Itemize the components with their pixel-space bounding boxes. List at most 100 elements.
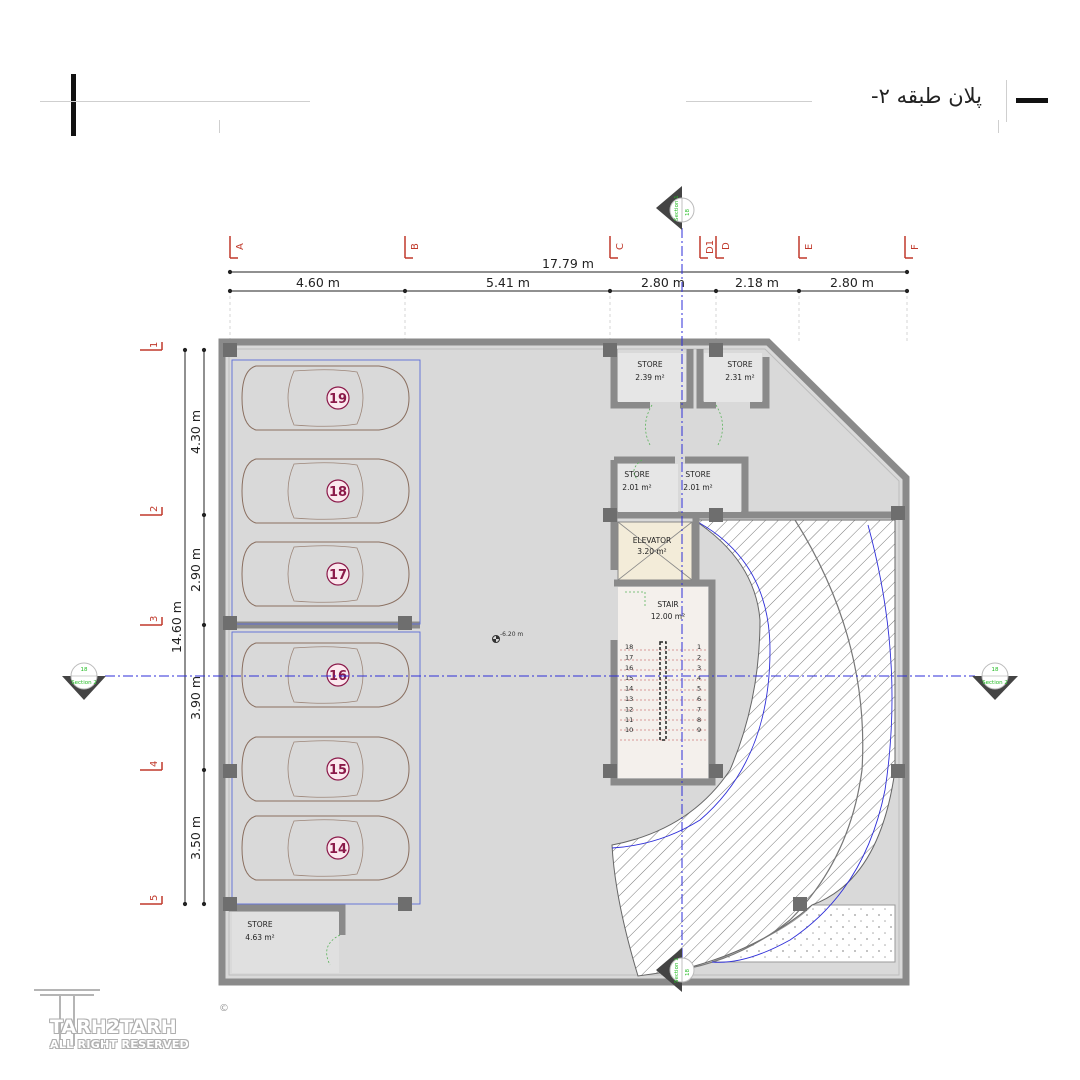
parking-number-15: 15	[329, 763, 347, 778]
dim-span-a-b: 4.60 m	[296, 275, 340, 290]
car-outline	[241, 642, 410, 708]
dim-total-width: 17.79 m	[542, 256, 594, 271]
store-room-3	[618, 464, 678, 512]
stair-step-number-right: 1	[697, 643, 701, 651]
stair-step-number-right: 2	[697, 653, 701, 661]
ramp-edge-line	[611, 519, 771, 849]
car-outline	[241, 365, 410, 431]
grid-label-a: A	[235, 243, 246, 250]
store-4-area: 2.01 m²	[683, 483, 712, 492]
stair-step-number-left: 18	[625, 643, 633, 651]
grid-label-e: E	[804, 244, 815, 250]
parking-badge-14	[326, 836, 350, 860]
header-rule-left	[40, 101, 310, 102]
stair-step-number-left: 16	[625, 664, 633, 672]
stair-step-number-right: 3	[697, 664, 701, 672]
stair-step-number-right: 8	[697, 716, 701, 724]
stair-step-number-left: 17	[625, 653, 633, 661]
elevator-cross-b	[617, 521, 693, 581]
top-dimensions	[227, 269, 910, 294]
door-swings	[326, 404, 723, 966]
section-right-sheet: 18	[992, 667, 999, 673]
grid-label-d: D	[721, 242, 732, 250]
section-marker-left: 18 Section 2	[62, 662, 106, 700]
parking-number-14: 14	[329, 842, 347, 857]
stair-step-number-right: 6	[697, 695, 701, 703]
logo-copyright: ©	[219, 1003, 229, 1014]
dim-span-d-e: 2.18 m	[735, 275, 779, 290]
car-outline	[241, 458, 410, 524]
store-5-name: STORE	[247, 920, 272, 929]
section-marker-right: 18 Section 2	[972, 662, 1018, 700]
stair-step-number-right: 5	[697, 685, 701, 693]
parking-number-16: 16	[329, 669, 347, 684]
grid-extension-lines	[229, 296, 908, 342]
section-left-label: Section 2	[71, 680, 97, 686]
store-5-area: 4.63 m²	[245, 933, 274, 942]
header-right-bar	[1016, 98, 1048, 103]
section-left-sheet: 18	[81, 667, 88, 673]
ramp	[611, 519, 896, 977]
header-tick-left	[219, 120, 220, 133]
section-marker-top: Section 1 18	[656, 186, 695, 230]
store-1-area: 2.39 m²	[635, 373, 664, 382]
grid-label-5: 5	[149, 895, 160, 901]
header-rule-right	[686, 101, 812, 102]
stair-name: STAIR	[657, 600, 678, 609]
store-2-name: STORE	[727, 360, 752, 369]
grid-axes-y	[140, 342, 163, 905]
store-room-5	[232, 912, 339, 973]
stair-step-number-left: 14	[625, 685, 633, 693]
stair-step-number-left: 15	[625, 674, 633, 682]
section-right-label: Section 2	[982, 680, 1008, 686]
grid-label-c: C	[615, 243, 626, 250]
grid-label-b: B	[410, 243, 421, 250]
stair-step-number-left: 12	[625, 705, 633, 713]
elevator-name: ELEVATOR	[633, 536, 672, 545]
car-outline	[241, 541, 410, 607]
store-room-4	[681, 464, 741, 512]
section-marker-bottom: Section 1 18	[656, 948, 695, 992]
header-left-bar	[71, 74, 76, 136]
grid-axes-x	[229, 236, 913, 259]
ramp-divider	[679, 519, 864, 971]
ramp-outer-edge	[711, 524, 893, 963]
store-1-name: STORE	[637, 360, 662, 369]
stair-room	[618, 587, 708, 778]
section-bottom-sheet: 18	[685, 969, 691, 976]
car-outlines	[241, 365, 410, 881]
stair-step-number-left: 10	[625, 726, 633, 734]
grid-label-4: 4	[149, 761, 160, 767]
store-room-2	[704, 353, 762, 402]
level-marker	[492, 635, 500, 643]
page-title: پلان طبقه ۲-	[871, 84, 982, 108]
grid-label-1: 1	[149, 342, 160, 348]
dim-span-4-5: 3.50 m	[188, 816, 203, 860]
dim-span-e-f: 2.80 m	[830, 275, 874, 290]
parking-badge-17	[326, 562, 350, 586]
store-3-name: STORE	[624, 470, 649, 479]
dim-span-1-2: 4.30 m	[188, 410, 203, 454]
dim-total-height: 14.60 m	[169, 601, 184, 653]
store-room-1	[618, 353, 686, 402]
stair-step-number-right: 9	[697, 726, 701, 734]
stair-step-number-left: 11	[625, 716, 633, 724]
dim-span-2-3: 2.90 m	[188, 548, 203, 592]
parking-badge-15	[326, 757, 350, 781]
level-mark-text: -6.20 m	[500, 631, 523, 638]
grid-label-2: 2	[149, 506, 160, 512]
car-outline	[241, 815, 410, 881]
parking-number-18: 18	[329, 485, 347, 500]
section-lines	[105, 228, 975, 960]
parking-badge-16	[326, 663, 350, 687]
header-divider	[1006, 80, 1007, 122]
logo-name: TARH2TARH	[50, 1016, 177, 1038]
stair-step-number-right: 7	[697, 705, 701, 713]
parking-number-19: 19	[329, 392, 347, 407]
logo-mark	[34, 989, 100, 1046]
grid-label-d1: D1	[705, 240, 716, 254]
stair-area: 12.00 m²	[651, 612, 685, 621]
